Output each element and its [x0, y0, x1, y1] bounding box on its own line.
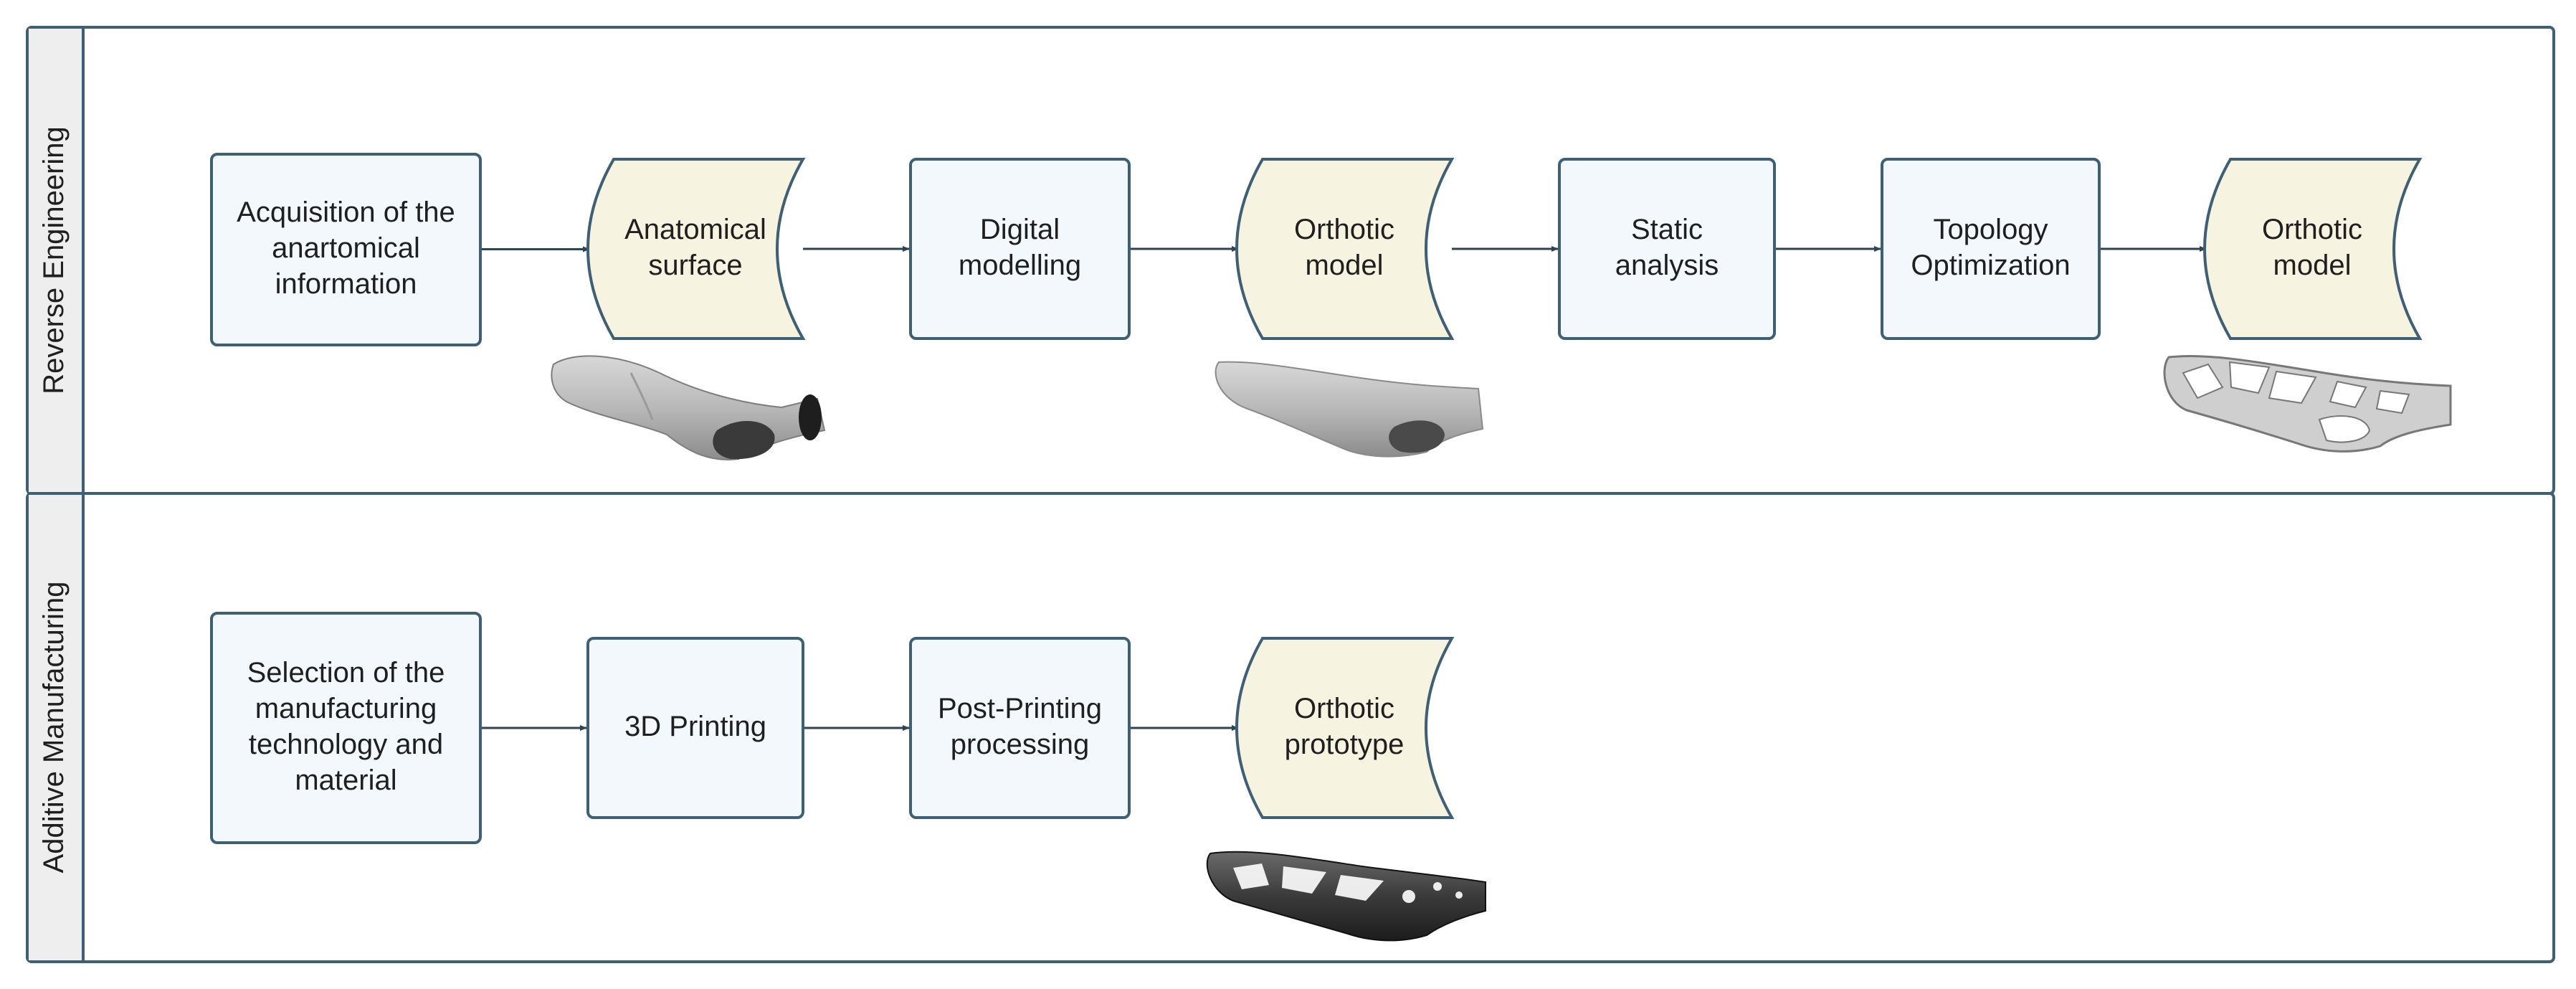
label-line: Optimization — [1911, 250, 2070, 281]
lane-header-reverse — [29, 29, 83, 492]
node-anatomical-surface: Anatomical surface — [586, 158, 806, 340]
stored-data-shape — [1235, 637, 1455, 819]
node-orthotic-model-2: Orthotic model — [2203, 158, 2423, 340]
lane-label-additive: Additive Manufacturing — [38, 582, 70, 874]
node-printing-3d: 3D Printing — [586, 637, 804, 819]
label-line: Acquisition of the — [237, 197, 455, 228]
label-line: Orthotic — [2262, 214, 2362, 245]
label-line: Orthotic — [1294, 214, 1394, 245]
node-label: Selection of the manufacturing technology … — [247, 657, 445, 796]
node-label: Orthotic model — [1294, 214, 1394, 281]
lane-label-reverse: Reverse Engineering — [38, 126, 70, 394]
node-post-printing: Post-Printing processing — [909, 637, 1131, 819]
orthosis-printed-image — [1206, 851, 1486, 942]
node-label: Orthotic prototype — [1285, 693, 1405, 760]
process-box — [909, 158, 1131, 340]
process-box — [909, 637, 1131, 819]
node-layer: Acquisition of the anartomical information… — [210, 153, 2423, 844]
process-box — [1881, 158, 2101, 340]
node-static-analysis: Static analysis — [1558, 158, 1776, 340]
stored-data-shape — [586, 158, 806, 340]
label-line: processing — [951, 729, 1089, 760]
node-orthotic-model-1: Orthotic model — [1235, 158, 1455, 340]
label-line: information — [275, 268, 417, 300]
label-line: technology and — [249, 729, 443, 760]
label-line: Static — [1631, 214, 1703, 245]
node-label: Digital modelling — [959, 214, 1081, 281]
label-line: 3D Printing — [624, 711, 766, 742]
stored-data-shape — [2203, 158, 2423, 340]
node-label: Static analysis — [1615, 214, 1719, 281]
node-label: Anatomical surface — [624, 214, 766, 281]
label-line: Digital — [980, 214, 1060, 245]
node-label: Post-Printing processing — [938, 693, 1102, 760]
label-line: material — [295, 765, 396, 796]
label-line: Selection of the — [247, 657, 445, 688]
node-label: Orthotic model — [2262, 214, 2362, 281]
label-line: manufacturing — [255, 693, 437, 724]
label-line: Post-Printing — [938, 693, 1102, 724]
arm-scan-image — [551, 355, 826, 460]
label-line: prototype — [1285, 729, 1405, 760]
label-line: Topology — [1933, 214, 2048, 245]
node-acquisition: Acquisition of the anartomical information — [210, 153, 482, 346]
connector-layer — [480, 246, 2207, 731]
process-box — [210, 153, 482, 346]
node-orthotic-prototype: Orthotic prototype — [1235, 637, 1455, 819]
label-line: anartomical — [272, 232, 420, 264]
label-line: Orthotic — [1294, 693, 1394, 724]
node-digital-modelling: Digital modelling — [909, 158, 1131, 340]
process-box — [1558, 158, 1776, 340]
label-line: surface — [648, 250, 742, 281]
process-box — [586, 637, 804, 819]
process-box — [210, 612, 482, 844]
label-line: analysis — [1615, 250, 1719, 281]
label-line: model — [1306, 250, 1384, 281]
stored-data-shape — [1235, 158, 1455, 340]
node-selection: Selection of the manufacturing technology … — [210, 612, 482, 844]
node-label: Acquisition of the anartomical information — [237, 197, 455, 300]
lane-header-additive — [29, 495, 83, 960]
label-line: modelling — [959, 250, 1081, 281]
label-line: Anatomical — [624, 214, 766, 245]
node-label: 3D Printing — [624, 711, 766, 742]
orthosis-optimized-image — [2163, 355, 2452, 453]
label-line: model — [2273, 250, 2352, 281]
orthosis-solid-image — [1215, 361, 1484, 458]
